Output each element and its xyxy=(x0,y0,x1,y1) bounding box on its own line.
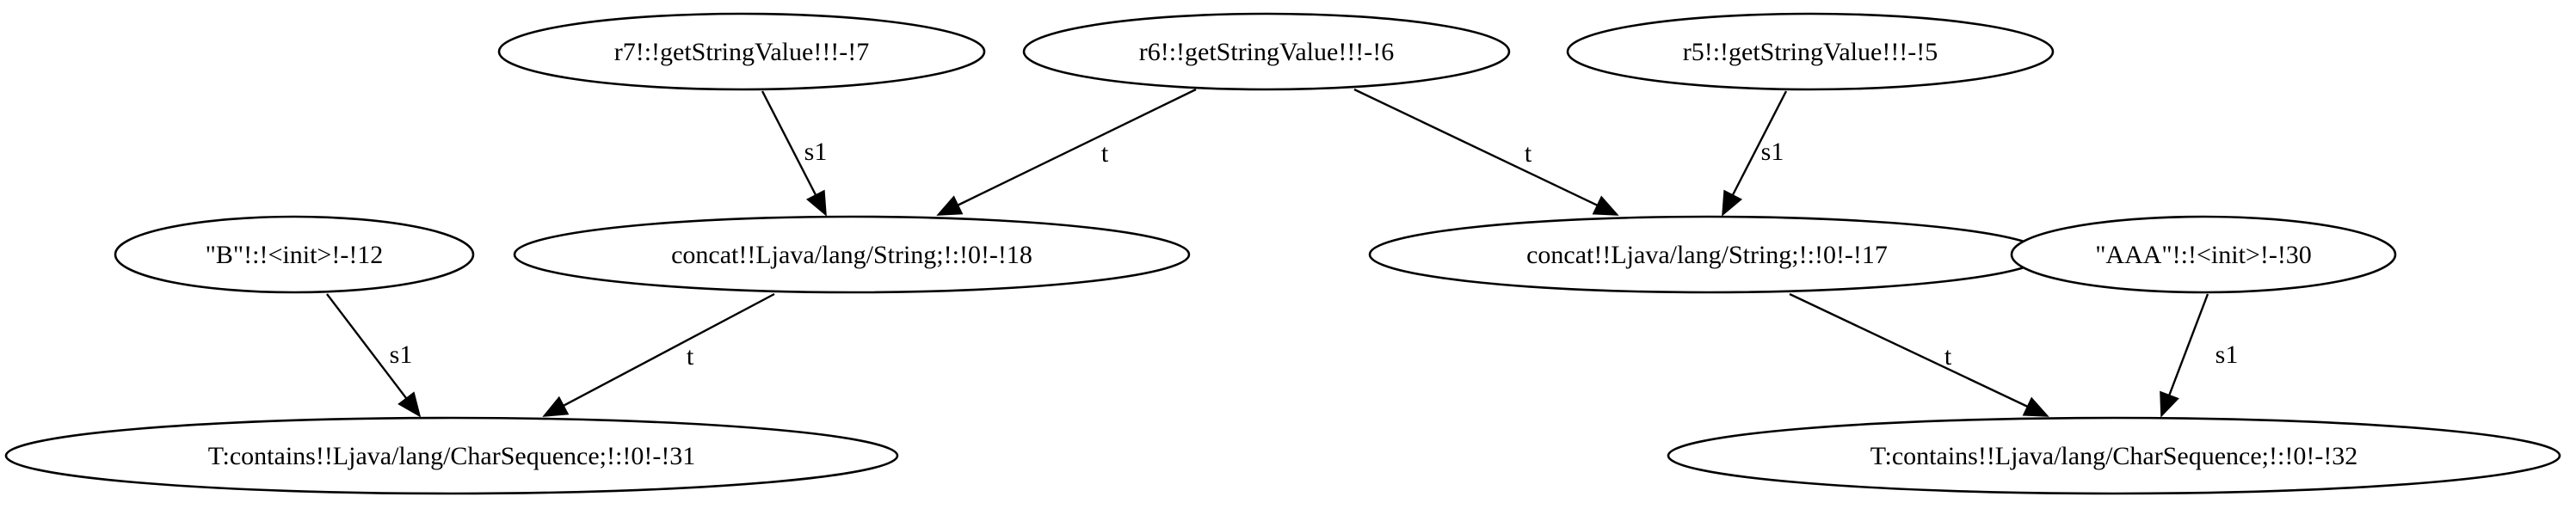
node-c18: concat!!Ljava/lang/String;!:!0!-!18 xyxy=(513,215,1191,294)
node-ellipse xyxy=(1667,416,2561,495)
edge-line xyxy=(563,292,775,407)
edge-c18-to-t31: t xyxy=(542,292,775,417)
edge-r6-to-c17: t xyxy=(1353,88,1619,216)
edge-line xyxy=(2168,293,2209,396)
arrowhead-icon xyxy=(397,391,422,418)
node-t31: T:contains!!Ljava/lang/CharSequence;!:!0… xyxy=(4,416,899,495)
edge-line xyxy=(1731,90,1788,196)
node-ellipse xyxy=(513,215,1191,294)
edge-r7-to-c18: s1 xyxy=(761,90,828,217)
edge-label: s1 xyxy=(804,138,828,166)
node-r6: r6!:!getStringValue!!!-!6 xyxy=(1022,12,1511,91)
edges-layer: s1 t t s1 s1 t t s1 xyxy=(326,88,2239,418)
node-aaa30: "AAA"!:!<init>!-!30 xyxy=(2010,215,2397,294)
node-b12: "B"!:!<init>!-!12 xyxy=(114,215,475,294)
node-ellipse xyxy=(2010,215,2397,294)
node-r7: r7!:!getStringValue!!!-!7 xyxy=(497,12,986,91)
node-label: "AAA"!:!<init>!-!30 xyxy=(2095,241,2312,269)
node-label: T:contains!!Ljava/lang/CharSequence;!:!0… xyxy=(1870,442,2358,470)
edge-line xyxy=(1789,292,2029,408)
edge-label: t xyxy=(1525,139,1532,168)
edge-r5-to-c17: s1 xyxy=(1722,90,1788,217)
node-label: T:contains!!Ljava/lang/CharSequence;!:!0… xyxy=(208,442,696,470)
edge-line xyxy=(1353,88,1599,206)
edge-label: t xyxy=(1101,139,1109,168)
edge-r6-to-c18: t xyxy=(936,88,1197,216)
arrowhead-icon xyxy=(2022,396,2049,417)
node-label: "B"!:!<init>!-!12 xyxy=(206,241,384,269)
edge-b12-to-t31: s1 xyxy=(326,293,422,418)
edge-label: t xyxy=(1944,342,1952,371)
node-ellipse xyxy=(114,215,475,294)
node-ellipse xyxy=(497,12,986,91)
edge-label: s1 xyxy=(390,340,413,369)
arrowhead-icon xyxy=(1592,195,1619,216)
node-c17: concat!!Ljava/lang/String;!:!0!-!17 xyxy=(1368,215,2046,294)
arrowhead-icon xyxy=(2160,390,2179,418)
edge-line xyxy=(326,293,408,400)
arrowhead-icon xyxy=(805,189,827,217)
node-ellipse xyxy=(1022,12,1511,91)
node-label: r6!:!getStringValue!!!-!6 xyxy=(1139,38,1395,66)
node-ellipse xyxy=(1566,12,2055,91)
arrowhead-icon xyxy=(936,195,964,216)
node-label: r7!:!getStringValue!!!-!7 xyxy=(614,38,870,66)
edge-label: s1 xyxy=(2215,340,2239,369)
edge-line xyxy=(761,90,817,196)
node-label: r5!:!getStringValue!!!-!5 xyxy=(1683,38,1938,66)
arrowhead-icon xyxy=(542,396,570,417)
edge-line xyxy=(957,88,1197,206)
node-ellipse xyxy=(4,416,899,495)
edge-label: t xyxy=(687,342,694,371)
nodes-layer: r7!:!getStringValue!!!-!7 r6!:!getStringV… xyxy=(4,12,2561,495)
node-label: concat!!Ljava/lang/String;!:!0!-!18 xyxy=(671,241,1032,269)
node-label: concat!!Ljava/lang/String;!:!0!-!17 xyxy=(1526,241,1888,269)
node-t32: T:contains!!Ljava/lang/CharSequence;!:!0… xyxy=(1667,416,2561,495)
edge-aaa30-to-t32: s1 xyxy=(2160,293,2239,418)
arrowhead-icon xyxy=(1722,189,1743,217)
node-r5: r5!:!getStringValue!!!-!5 xyxy=(1566,12,2055,91)
edge-c17-to-t32: t xyxy=(1789,292,2049,417)
edge-label: s1 xyxy=(1761,138,1784,166)
